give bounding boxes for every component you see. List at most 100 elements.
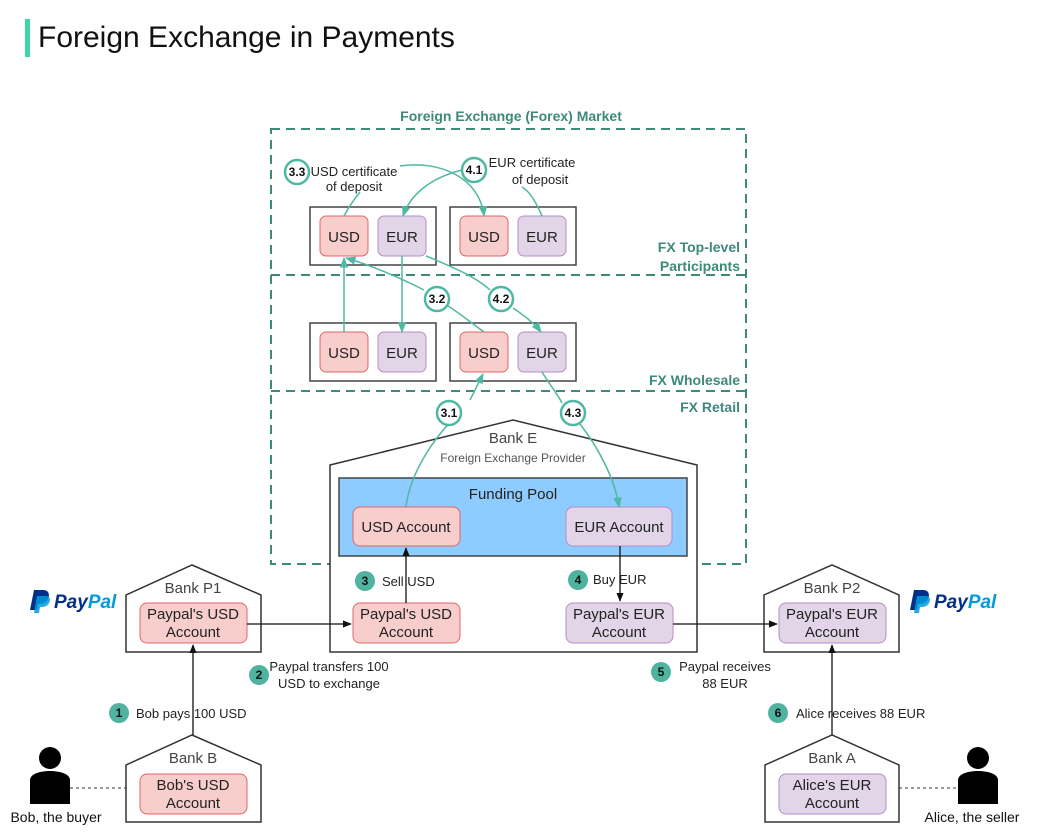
step-1-number: 1: [116, 706, 123, 720]
bank-p1-account-box: [139, 602, 248, 644]
arrow-4-3-a: [541, 371, 563, 404]
wholesale-right-usd-label: USD: [468, 345, 500, 362]
step-4-text: Buy EUR: [593, 572, 646, 587]
bank-p2-account-line2: Account: [805, 624, 860, 641]
payment-flow-arrows: [189, 546, 836, 735]
paypal-logo-right: PayPal: [910, 590, 997, 613]
bank-p2-account-line1: Paypal's EUR: [786, 606, 878, 623]
paypal-logo-left: PayPal: [30, 590, 117, 613]
bank-b-account-line2: Account: [166, 795, 221, 812]
bank-e: Bank E Foreign Exchange Provider Funding…: [329, 419, 698, 653]
top-right-eur-label: EUR: [526, 229, 558, 246]
badge-3-3: [283, 158, 311, 186]
wholesale-left-usd-label: USD: [328, 345, 360, 362]
wholesale-left-eur-label: EUR: [386, 345, 418, 362]
usd-account-label: USD Account: [361, 519, 451, 536]
forex-step-badges: 3.3 USD certificate of deposit 4.1 EUR c…: [283, 155, 587, 427]
funding-pool-title: Funding Pool: [469, 486, 557, 503]
bank-p2-account-box: [778, 602, 887, 644]
badge-3-2: [423, 285, 451, 313]
tier-label-wholesale: FX Wholesale: [649, 372, 740, 388]
step-6-badge: [768, 703, 788, 723]
wholesale-participant-right: USD EUR: [449, 322, 577, 382]
paypal-wordmark: PayPal: [934, 592, 997, 613]
title-text: Foreign Exchange in Payments: [38, 21, 455, 54]
badge-4-3-label: 4.3: [565, 406, 582, 420]
arrow-4-1-b: [402, 169, 463, 217]
cert-usd-line1: USD certificate: [311, 164, 398, 179]
top-left-usd-label: USD: [328, 229, 360, 246]
cert-usd-line2: of deposit: [326, 179, 383, 194]
payment-step-badges: 1 Bob pays 100 USD 2 Paypal transfers 10…: [109, 570, 925, 723]
bank-e-paypal-usd-line1: Paypal's USD: [360, 606, 452, 623]
step-4-badge: [568, 570, 588, 590]
page-title: Foreign Exchange in Payments: [25, 18, 455, 58]
bank-p1: Bank P1 Paypal's USD Account: [125, 564, 262, 653]
arrow-4-2-b: [512, 307, 542, 333]
badge-4-2-label: 4.2: [493, 292, 510, 306]
forex-market-title: Foreign Exchange (Forex) Market: [400, 108, 622, 124]
arrow-3-3-b: [399, 164, 488, 218]
step-1-badge: [109, 703, 129, 723]
arrow-3-2-a: [447, 305, 485, 333]
arrow-3-2-b: [344, 256, 425, 291]
bank-p1-account-line2: Account: [166, 624, 221, 641]
badge-3-1-label: 3.1: [441, 406, 458, 420]
bank-e-paypal-eur-box: [565, 602, 674, 644]
bank-p1-account-line1: Paypal's USD: [147, 606, 239, 623]
bank-b-account-line1: Bob's USD: [157, 777, 230, 794]
step-3-number: 3: [362, 574, 369, 588]
step-6-number: 6: [775, 706, 782, 720]
top-participant-right: USD EUR: [449, 206, 577, 266]
step-3-text: Sell USD: [382, 574, 435, 589]
step-2-text-line2: USD to exchange: [278, 676, 380, 691]
step-5-badge: [651, 662, 671, 682]
step-6-text: Alice receives 88 EUR: [796, 706, 925, 721]
bank-b: Bank B Bob's USD Account: [125, 734, 262, 823]
bank-e-name: Bank E: [489, 430, 537, 447]
wholesale-participant-left: USD EUR: [309, 322, 437, 382]
bank-a: Bank A Alice's EUR Account: [764, 734, 900, 823]
seller: Alice, the seller: [899, 747, 1020, 825]
badge-3-2-label: 3.2: [429, 292, 446, 306]
arrow-4-2-a: [425, 255, 491, 291]
bank-a-account-line1: Alice's EUR: [793, 777, 872, 794]
tier-label-retail: FX Retail: [680, 399, 740, 415]
arrow-3-3-a: [343, 191, 361, 217]
buyer: Bob, the buyer: [10, 747, 126, 825]
step-2-badge: [249, 665, 269, 685]
wholesale-right-eur-label: EUR: [526, 345, 558, 362]
title-accent-bar: [25, 19, 30, 57]
paypal-wordmark: PayPal: [54, 592, 117, 613]
paypal-p-icon: [910, 590, 930, 613]
step-5-text-line1: Paypal receives: [679, 659, 771, 674]
arrow-4-1-a: [521, 186, 543, 217]
arrow-4-3-b: [579, 423, 622, 509]
eur-account-label: EUR Account: [574, 519, 664, 536]
bank-a-name: Bank A: [808, 750, 856, 767]
badge-4-3: [559, 399, 587, 427]
top-left-eur-label: EUR: [386, 229, 418, 246]
badge-4-1-label: 4.1: [466, 163, 483, 177]
bank-p2-name: Bank P2: [804, 580, 861, 597]
step-1-text: Bob pays 100 USD: [136, 706, 247, 721]
cert-eur-line1: EUR certificate: [489, 155, 576, 170]
person-icon: [30, 747, 70, 804]
badge-4-1: [460, 156, 488, 184]
step-4-number: 4: [575, 573, 582, 587]
tier-label-top-2: Participants: [660, 258, 740, 274]
buyer-label: Bob, the buyer: [10, 809, 101, 825]
seller-label: Alice, the seller: [925, 809, 1020, 825]
bank-a-account-line2: Account: [805, 795, 860, 812]
bank-e-paypal-usd-line2: Account: [379, 624, 434, 641]
step-5-text-line2: 88 EUR: [702, 676, 748, 691]
badge-3-3-label: 3.3: [289, 165, 306, 179]
step-2-number: 2: [256, 668, 263, 682]
badge-3-1: [435, 399, 463, 427]
top-right-usd-label: USD: [468, 229, 500, 246]
bank-p2: Bank P2 Paypal's EUR Account: [763, 564, 900, 653]
bank-b-name: Bank B: [169, 750, 217, 767]
step-5-number: 5: [658, 665, 665, 679]
tier-label-top-1: FX Top-level: [658, 239, 740, 255]
